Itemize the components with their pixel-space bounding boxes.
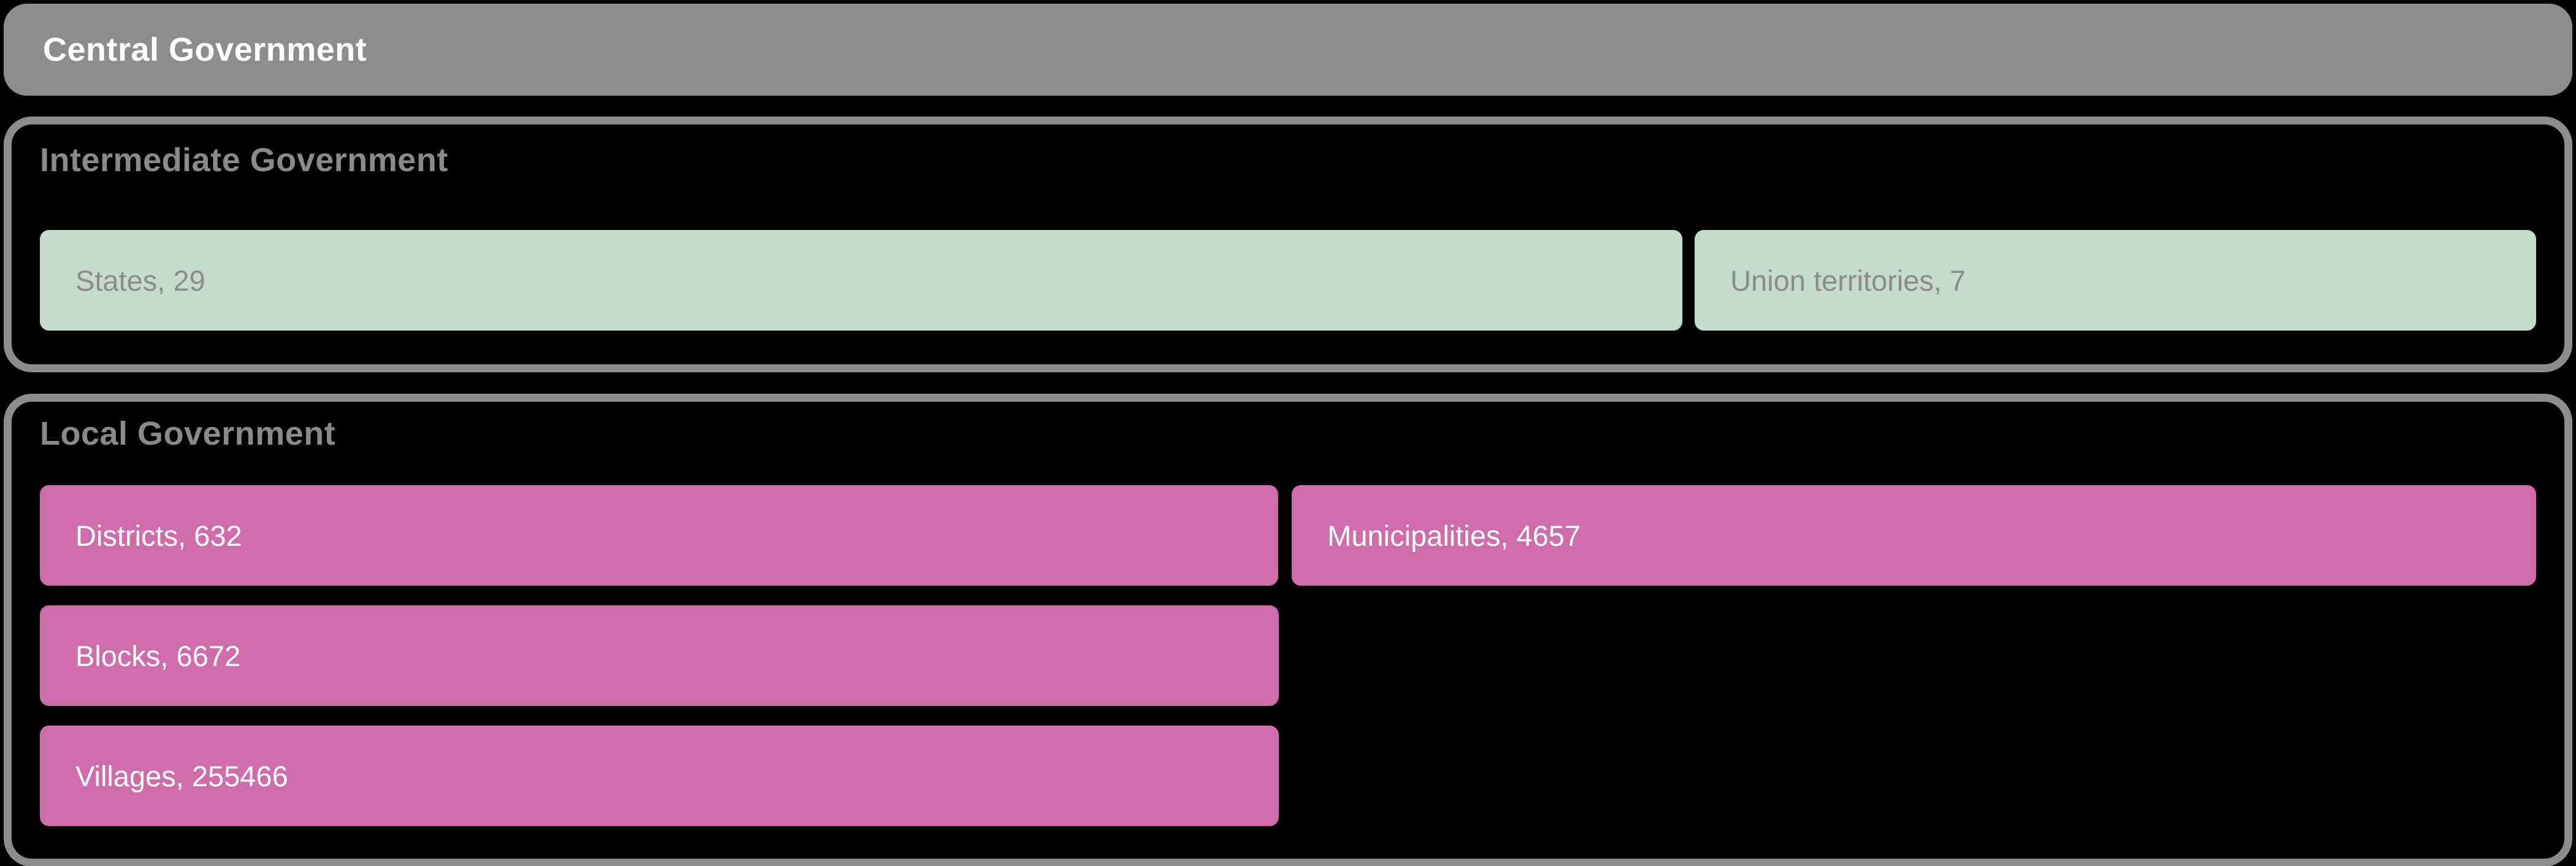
box-states: States, 29 [40, 230, 1683, 331]
local-boxes-row-2: Blocks, 6672 [40, 605, 2536, 706]
intermediate-government-title: Intermediate Government [40, 142, 448, 178]
section-intermediate-government: Intermediate Government States, 29 Union… [4, 117, 2572, 372]
local-government-title: Local Government [40, 415, 336, 452]
box-union-territories: Union territories, 7 [1695, 230, 2536, 331]
box-union-territories-label: Union territories, 7 [1730, 264, 1966, 297]
box-municipalities-label: Municipalities, 4657 [1327, 519, 1581, 552]
box-villages-label: Villages, 255466 [75, 759, 288, 792]
box-districts-label: Districts, 632 [75, 519, 242, 552]
box-municipalities: Municipalities, 4657 [1292, 485, 2536, 586]
box-blocks: Blocks, 6672 [40, 605, 1279, 706]
central-government-label: Central Government [43, 31, 367, 68]
box-villages: Villages, 255466 [40, 726, 1279, 826]
local-boxes-row-1: Districts, 632 Municipalities, 4657 [40, 485, 2536, 586]
section-local-government: Local Government Districts, 632 Municipa… [4, 394, 2572, 866]
box-blocks-label: Blocks, 6672 [75, 639, 241, 672]
central-government-bar: Central Government [4, 4, 2572, 96]
box-states-label: States, 29 [75, 264, 205, 297]
local-boxes-row-3: Villages, 255466 [40, 726, 2536, 826]
intermediate-boxes-row: States, 29 Union territories, 7 [40, 230, 2536, 331]
box-districts: Districts, 632 [40, 485, 1279, 586]
